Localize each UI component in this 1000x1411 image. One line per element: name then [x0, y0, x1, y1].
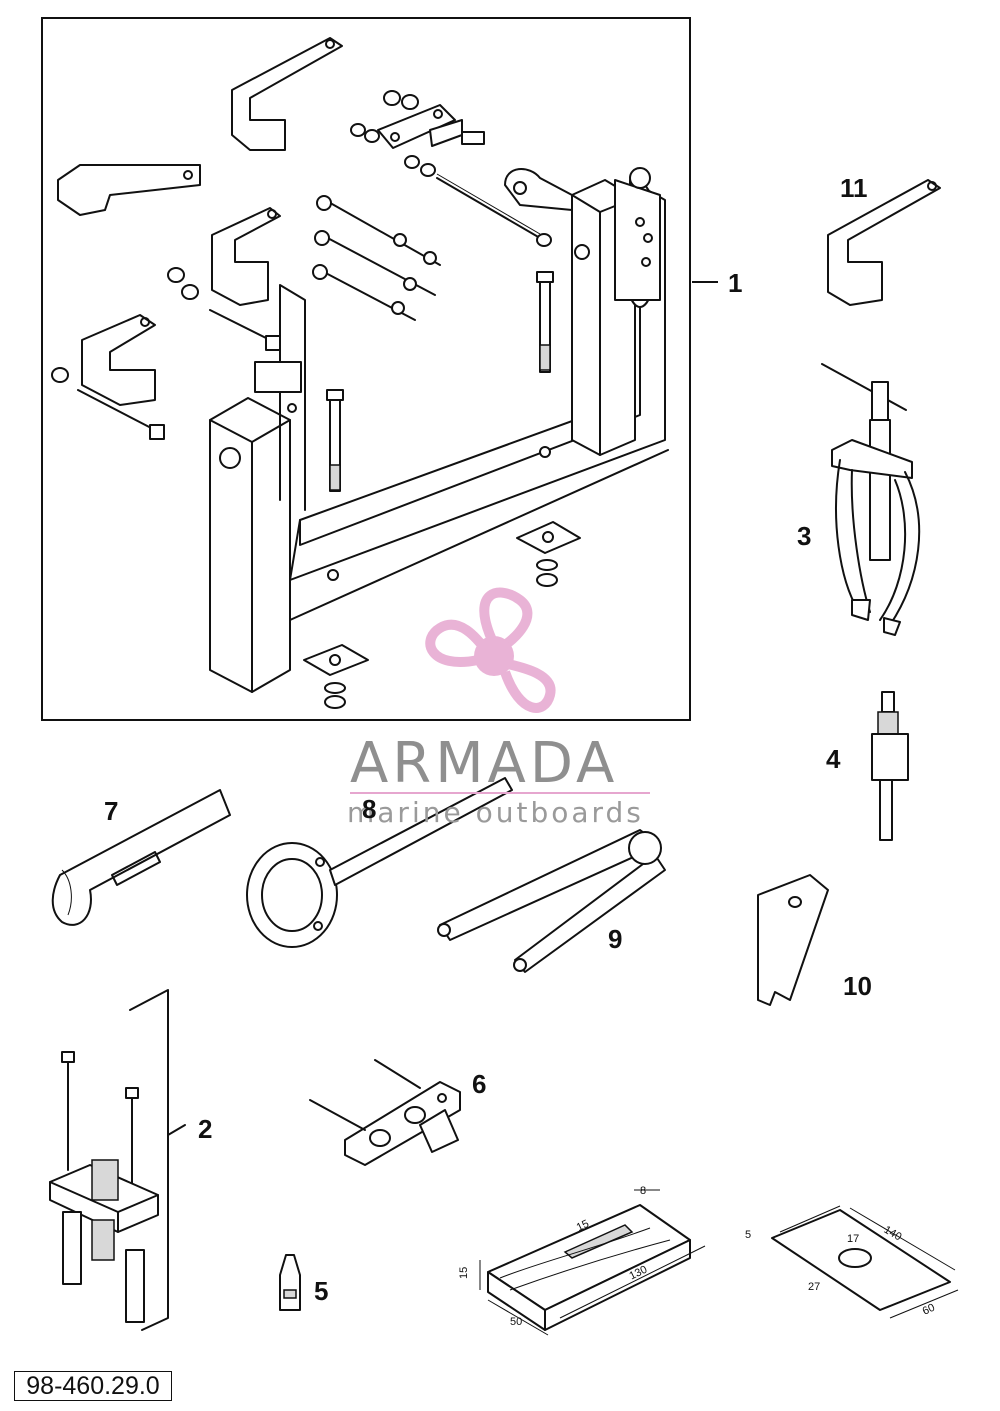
part-label-8: 8 — [362, 794, 376, 824]
dim-plate-width: 60 — [921, 1302, 937, 1318]
part-label-4: 4 — [826, 744, 841, 774]
dim-plate-offset: 27 — [808, 1281, 820, 1293]
part-5-sealant-tube — [279, 1254, 301, 1311]
watermark-tagline: marine outboards — [347, 796, 644, 829]
dim-plate-hole: 17 — [847, 1233, 859, 1245]
dim-block-width: 50 — [510, 1316, 522, 1328]
part-7-spanner — [51, 789, 231, 926]
part-label-2: 2 — [198, 1114, 212, 1144]
part-8-flywheel-holder — [246, 777, 513, 948]
part-4-slide-hammer-adapter — [871, 691, 909, 841]
part-1-brackets — [51, 37, 552, 440]
dim-block-slot-width: 15 — [575, 1218, 591, 1234]
part-1-frame-box — [41, 17, 691, 721]
dim-block-slot-depth: 8 — [640, 1185, 646, 1197]
part-3-puller — [821, 363, 921, 636]
watermark-brand: ARMADA — [350, 731, 618, 796]
document-number: 98-460.29.0 — [14, 1371, 172, 1401]
part-label-7: 7 — [104, 796, 118, 826]
armada-propeller-logo — [425, 587, 556, 713]
dim-plate-thickness: 5 — [745, 1229, 751, 1241]
part-2-puller-plate — [49, 989, 186, 1331]
part-11-bracket — [827, 179, 941, 306]
part-label-5: 5 — [314, 1276, 328, 1306]
dim-block-height: 15 — [458, 1267, 470, 1279]
part-label-3: 3 — [797, 521, 811, 551]
part-label-11: 11 — [840, 173, 868, 203]
flat-plate — [771, 1205, 959, 1319]
part-label-6: 6 — [472, 1069, 486, 1099]
wood-block — [479, 1189, 706, 1336]
part-6-crankcase-separator — [309, 1059, 461, 1166]
part-label-10: 10 — [843, 971, 872, 1001]
part-9-pin-spanner — [437, 829, 666, 973]
part-label-9: 9 — [608, 924, 622, 954]
part-label-1: 1 — [728, 268, 742, 298]
part-10-gauge-plate — [757, 874, 829, 1006]
part-1-engine-stand — [209, 167, 669, 709]
